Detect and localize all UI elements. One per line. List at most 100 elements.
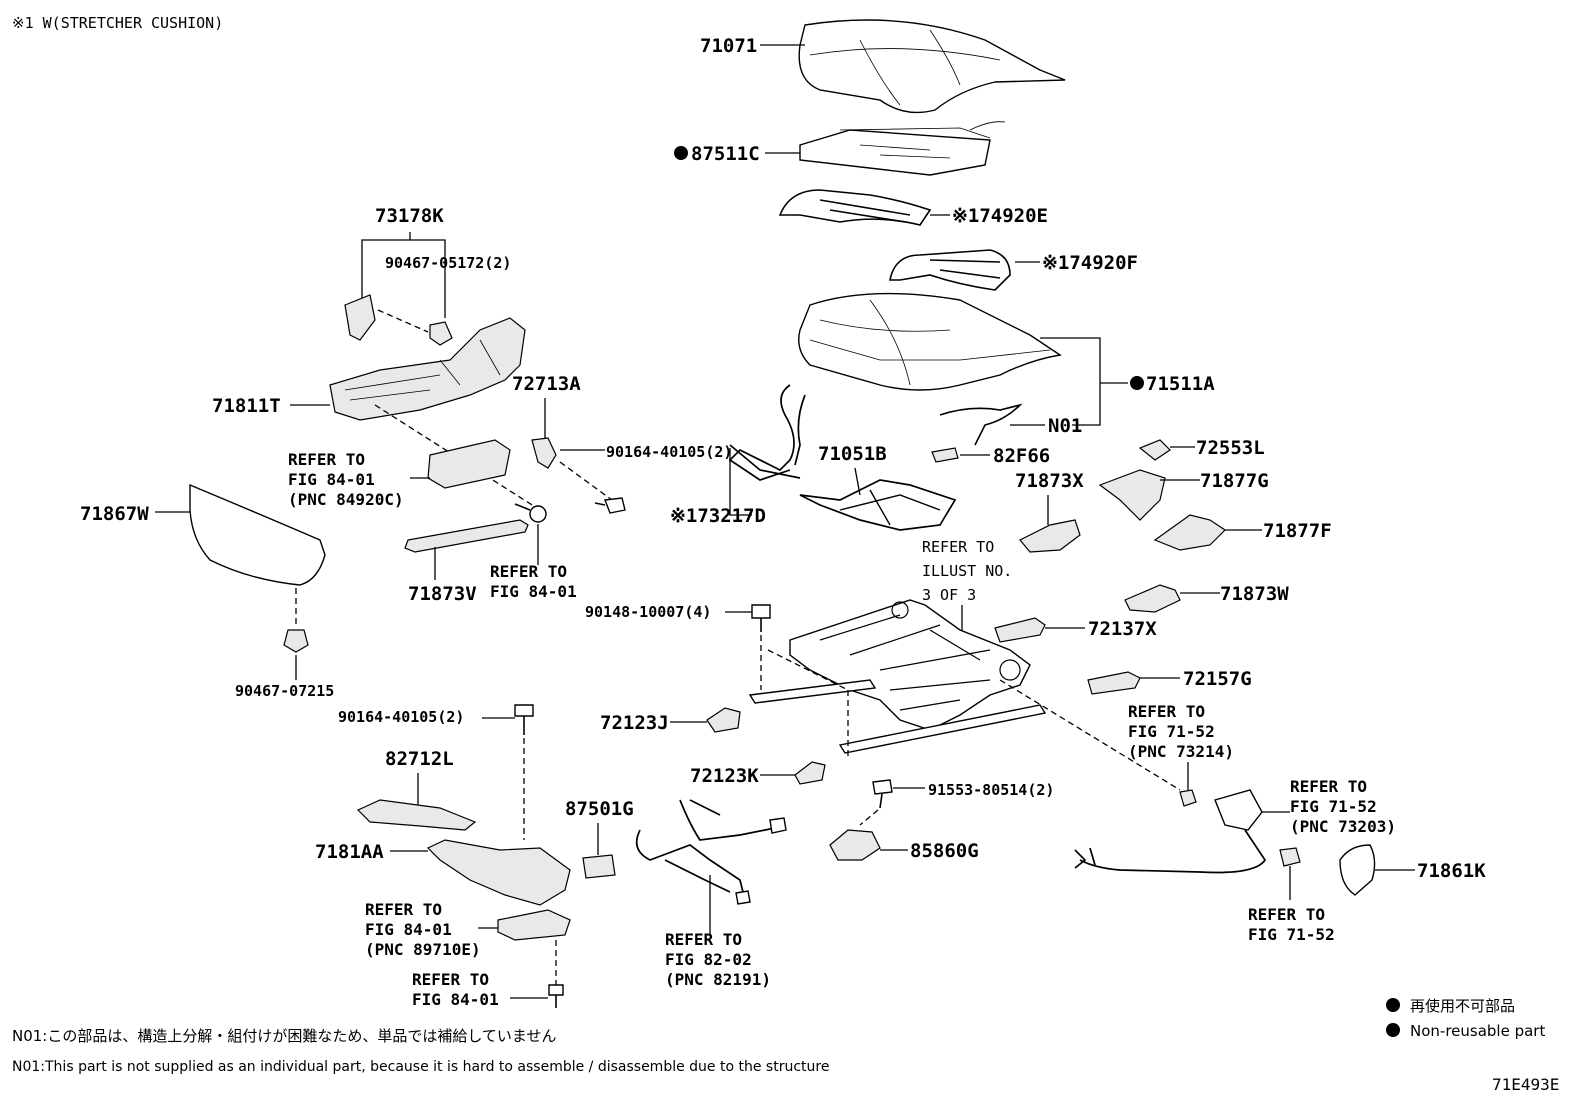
screw-knob-drawing bbox=[514, 503, 547, 523]
label-71873w: 71873W bbox=[1220, 583, 1289, 605]
ref-84920c-l1: REFER TO bbox=[288, 450, 365, 469]
label-72157g: 72157G bbox=[1183, 668, 1252, 690]
ref-73203-l1: REFER TO bbox=[1290, 777, 1367, 796]
wire-frame-71051b-drawing bbox=[799, 479, 957, 531]
label-71051b: 71051B bbox=[818, 443, 887, 465]
clip-90467-07215-drawing bbox=[283, 629, 309, 653]
ref-fig7152-bot-l1: REFER TO bbox=[1248, 905, 1325, 924]
bracket-82712l-drawing bbox=[356, 799, 477, 831]
label-72137x: 72137X bbox=[1088, 618, 1157, 640]
cover-71877g-drawing bbox=[1098, 469, 1166, 521]
non-reusable-dot-87511c bbox=[674, 146, 688, 160]
bolt-90164-bot-drawing bbox=[514, 704, 534, 735]
cover-72123j-drawing bbox=[706, 707, 741, 733]
ref-89710e-l3: (PNC 89710E) bbox=[365, 940, 481, 959]
label-73217d: ※173217D bbox=[670, 505, 766, 527]
note-n01-en: N01:This part is not supplied as an indi… bbox=[12, 1059, 829, 1075]
label-72713a: 72713A bbox=[512, 373, 581, 395]
nut-7152-drawing bbox=[1279, 847, 1301, 867]
cover-72553l-drawing bbox=[1138, 439, 1171, 461]
ref-illust-l3: 3 OF 3 bbox=[922, 586, 976, 604]
cover-piece-drawing bbox=[344, 294, 376, 341]
stretcher-wire-74920e-drawing bbox=[778, 189, 932, 226]
seat-frame-drawing bbox=[748, 599, 1047, 754]
label-7181aa: 7181AA bbox=[315, 841, 384, 863]
cover-72137x-drawing bbox=[994, 617, 1046, 643]
bracket-71873x-drawing bbox=[1019, 519, 1081, 553]
figure-code: 71E493E bbox=[1492, 1075, 1559, 1094]
ref-73214-l3: (PNC 73214) bbox=[1128, 742, 1234, 761]
ref-fig7152-bot-l2: FIG 71-52 bbox=[1248, 925, 1335, 944]
ref-73214-l2: FIG 71-52 bbox=[1128, 722, 1215, 741]
label-72553l: 72553L bbox=[1196, 437, 1265, 459]
module-89710e-drawing bbox=[497, 909, 571, 941]
label-85860g: 85860G bbox=[910, 840, 979, 862]
ref-fig8401-bot-l1: REFER TO bbox=[412, 970, 489, 989]
bolt-90164-top-drawing bbox=[594, 497, 626, 514]
label-73178k: 73178K bbox=[375, 205, 444, 227]
harness-73217d-drawing bbox=[728, 384, 806, 481]
label-82f66: 82F66 bbox=[993, 445, 1050, 467]
cover-72123k-drawing bbox=[794, 761, 826, 785]
label-90164-40105-bot: 90164-40105(2) bbox=[338, 708, 464, 726]
label-87511c: 87511C bbox=[691, 143, 760, 165]
switch-assembly-drawing bbox=[427, 439, 511, 489]
sensor-85860g-drawing bbox=[829, 829, 881, 861]
bolt-91553-drawing bbox=[872, 779, 893, 809]
shield-7181aa-drawing bbox=[426, 839, 571, 906]
legend-dot-jp bbox=[1386, 998, 1400, 1012]
label-72123k: 72123K bbox=[690, 765, 759, 787]
label-82712l: 82712L bbox=[385, 748, 454, 770]
connector-82f66-drawing bbox=[931, 447, 959, 463]
ref-fig8401-mid-l2: FIG 84-01 bbox=[490, 582, 577, 601]
stretcher-wire-74920f-drawing bbox=[889, 249, 1011, 291]
label-71861k: 71861K bbox=[1417, 860, 1486, 882]
front-cover-71867w-drawing bbox=[189, 483, 326, 586]
label-71867w: 71867W bbox=[80, 503, 149, 525]
seat-harness-82191-drawing bbox=[635, 799, 787, 905]
legend-dot-en bbox=[1386, 1023, 1400, 1037]
label-90467-05172: 90467-05172(2) bbox=[385, 254, 511, 272]
nut-73214-drawing bbox=[1179, 789, 1197, 807]
bracket-72713a-drawing bbox=[531, 437, 557, 469]
label-71811t: 71811T bbox=[212, 395, 281, 417]
label-71873v: 71873V bbox=[408, 583, 477, 605]
ref-82191-l2: FIG 82-02 bbox=[665, 950, 752, 969]
ref-84920c-l3: (PNC 84920C) bbox=[288, 490, 404, 509]
ref-fig8401-mid-l1: REFER TO bbox=[490, 562, 567, 581]
label-91553-80514: 91553-80514(2) bbox=[928, 781, 1054, 799]
label-90467-07215: 90467-07215 bbox=[235, 682, 334, 700]
bolt-90148-drawing bbox=[751, 604, 771, 632]
label-72123j: 72123J bbox=[600, 712, 669, 734]
cover-71861k-drawing bbox=[1339, 844, 1376, 896]
note-n01-jp: N01:この部品は、構造上分解・組付けが困難なため、単品では補給していません bbox=[12, 1027, 556, 1045]
cover-72157g-drawing bbox=[1087, 671, 1141, 695]
seat-heater-mat-drawing bbox=[799, 121, 1006, 176]
ref-82191-l3: (PNC 82191) bbox=[665, 970, 771, 989]
cover-71877f-drawing bbox=[1153, 514, 1226, 551]
label-71511a: 71511A bbox=[1146, 373, 1215, 395]
n01-wire-drawing bbox=[939, 403, 1023, 446]
ref-fig8401-bot-l2: FIG 84-01 bbox=[412, 990, 499, 1009]
bracket-71873w-drawing bbox=[1124, 584, 1181, 613]
stretcher-note: ※1 W(STRETCHER CUSHION) bbox=[12, 14, 223, 32]
ref-illust-l1: REFER TO bbox=[922, 538, 994, 556]
label-71873x: 71873X bbox=[1015, 470, 1084, 492]
label-71877g: 71877G bbox=[1200, 470, 1269, 492]
label-n01: N01 bbox=[1048, 415, 1082, 437]
legend-en: Non-reusable part bbox=[1410, 1022, 1545, 1040]
ref-89710e-l1: REFER TO bbox=[365, 900, 442, 919]
label-90164-40105-top: 90164-40105(2) bbox=[606, 443, 732, 461]
ref-73203-l3: (PNC 73203) bbox=[1290, 817, 1396, 836]
non-reusable-dot-71511a bbox=[1130, 376, 1144, 390]
clip-drawing bbox=[429, 321, 453, 346]
label-87501g: 87501G bbox=[565, 798, 634, 820]
screw-89710e-drawing bbox=[548, 984, 564, 1008]
cushion-cover-drawing bbox=[798, 19, 1066, 114]
ref-84920c-l2: FIG 84-01 bbox=[288, 470, 375, 489]
label-74920f: ※174920F bbox=[1042, 252, 1138, 274]
label-74920e: ※174920E bbox=[952, 205, 1048, 227]
heater-87501g-drawing bbox=[582, 854, 616, 879]
ref-73214-l1: REFER TO bbox=[1128, 702, 1205, 721]
